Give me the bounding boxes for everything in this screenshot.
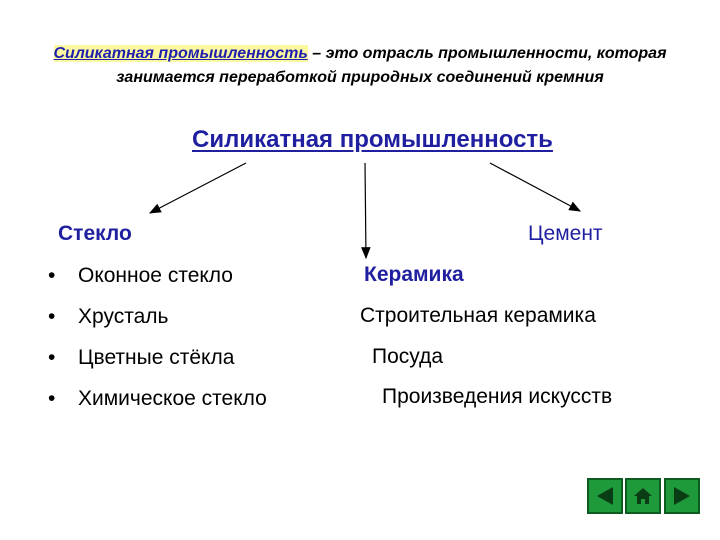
definition-term: Силикатная промышленность — [53, 45, 308, 62]
arrow-to-cement — [489, 162, 582, 212]
bullet: • — [48, 387, 56, 410]
branch-heading-cement: Цемент — [528, 222, 603, 245]
definition-body: – это отрасль промышленности, которая за… — [116, 45, 667, 86]
main-title: Силикатная промышленность — [192, 126, 553, 153]
home-button[interactable] — [625, 478, 661, 514]
branch-heading-ceramics: Керамика — [364, 263, 464, 286]
bullet: • — [48, 264, 56, 287]
back-arrow-icon — [597, 487, 613, 505]
bullet: • — [48, 305, 56, 328]
forward-arrow-icon — [674, 487, 690, 505]
definition-text: Силикатная промышленность – это отрасль … — [40, 42, 680, 90]
list-item: •Цветные стёкла — [48, 344, 267, 385]
list-item: •Хрусталь — [48, 303, 267, 344]
glass-list: •Оконное стекло •Хрусталь •Цветные стёкл… — [48, 262, 267, 426]
branch-heading-glass: Стекло — [58, 222, 132, 245]
forward-button[interactable] — [664, 478, 700, 514]
arrow-to-glass — [148, 162, 247, 214]
list-item: •Оконное стекло — [48, 262, 267, 303]
home-icon — [634, 488, 652, 504]
list-item: •Химическое стекло — [48, 385, 267, 426]
back-button[interactable] — [587, 478, 623, 514]
ceramics-item: Посуда — [372, 345, 444, 368]
bullet: • — [48, 346, 56, 369]
ceramics-item: Строительная керамика — [360, 304, 596, 327]
ceramics-item: Произведения искусств — [382, 385, 613, 408]
arrow-to-ceramics — [361, 162, 371, 260]
